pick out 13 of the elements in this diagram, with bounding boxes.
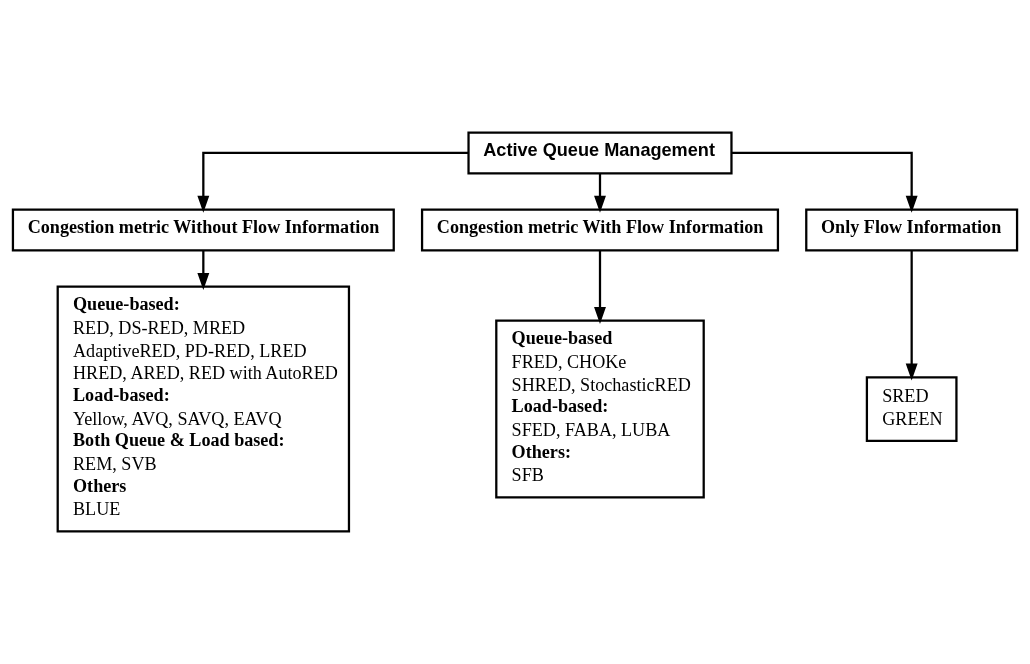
node-box: Queue-based FRED, CHOKe SHRED, StochasticRED Load-based: SFED, FABA, LUBA Others: SFB — [495, 319, 705, 499]
arrow — [594, 250, 606, 324]
arrow — [731, 151, 918, 213]
node-box: Queue-based: RED, DS-RED, MRED AdaptiveRED, PD-RED, LRED HRED, ARED, RED with AutoRED Load-based: Yellow, AVQ, SAVQ, EAVQ Both Queue & Load based: REM, SVB Others BLUE — [56, 285, 351, 533]
node-box: Active Queue Management — [467, 131, 733, 175]
arrow — [197, 250, 210, 290]
arrow — [905, 250, 918, 381]
node-box: SRED GREEN — [865, 376, 958, 442]
node-box: Only Flow Information — [805, 208, 1019, 252]
node-box: Congestion metric Without Flow Information — [11, 208, 395, 252]
arrow — [197, 151, 469, 213]
arrow — [594, 173, 606, 213]
node-box: Congestion metric With Flow Information — [420, 208, 780, 252]
